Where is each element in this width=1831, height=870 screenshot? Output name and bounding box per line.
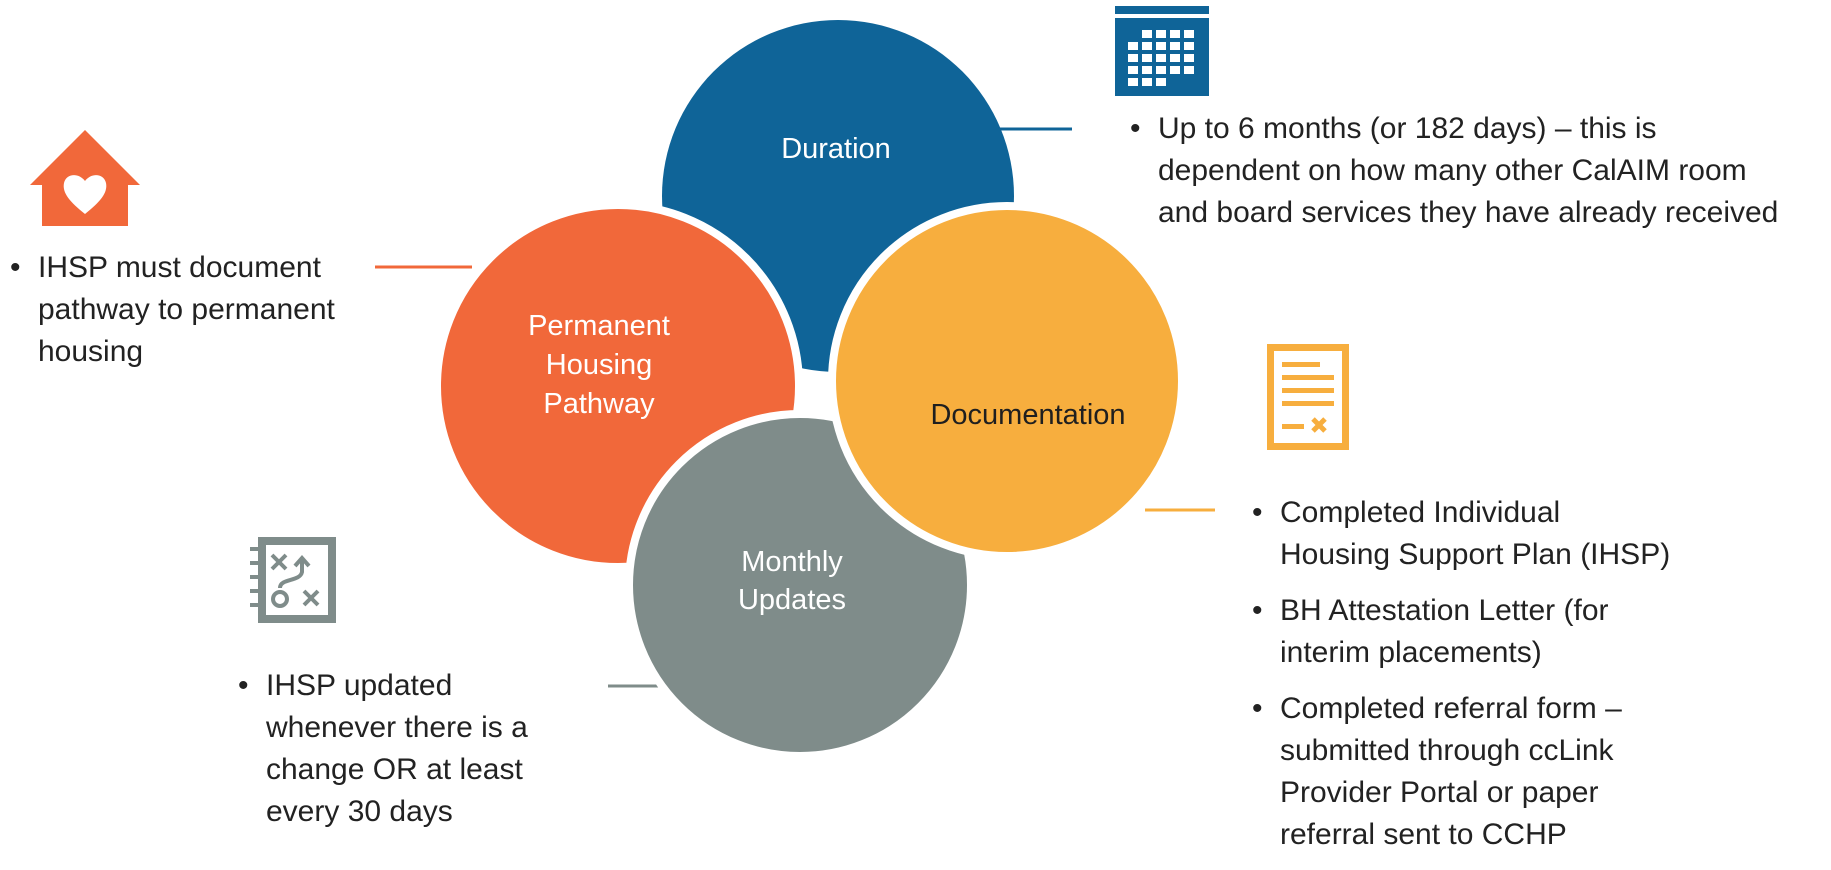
bullet-line: Provider Portal or paper bbox=[1280, 776, 1599, 809]
duration-label: Duration bbox=[781, 133, 891, 165]
bullet-line: and board services they have already rec… bbox=[1158, 196, 1779, 229]
bullet-line: submitted through ccLink bbox=[1280, 734, 1614, 767]
bullet-line: change OR at least bbox=[266, 753, 523, 786]
documentation-label: Documentation bbox=[930, 399, 1125, 431]
permanent-bullet-1: IHSP must document pathway to permanent … bbox=[8, 247, 335, 373]
documentation-bullets: Completed Individual Housing Support Pla… bbox=[1250, 492, 1670, 870]
duration-bullet-1: Up to 6 months (or 182 days) – this is d… bbox=[1128, 108, 1778, 234]
bullet-line: pathway to permanent bbox=[38, 293, 335, 326]
bullet-line: BH Attestation Letter (for bbox=[1280, 594, 1609, 627]
documentation-bullet-3: Completed referral form – submitted thro… bbox=[1250, 688, 1670, 856]
documentation-bullet-1: Completed Individual Housing Support Pla… bbox=[1250, 492, 1670, 576]
document-icon bbox=[1267, 344, 1349, 450]
permanent-label-line-3: Pathway bbox=[543, 388, 655, 420]
bullet-line: Completed Individual bbox=[1280, 496, 1561, 529]
bullet-line: housing bbox=[38, 335, 144, 368]
bullet-line: Up to 6 months (or 182 days) – this is bbox=[1158, 112, 1657, 145]
calendar-icon bbox=[1115, 6, 1209, 96]
monthly-label-line-2: Updates bbox=[738, 584, 846, 616]
permanent-bullets: IHSP must document pathway to permanent … bbox=[8, 247, 335, 387]
strategy-plan-icon bbox=[250, 537, 336, 623]
monthly-label-line-1: Monthly bbox=[741, 546, 843, 578]
cycle-diagram: Duration Documentation Permanent Housing… bbox=[30, 6, 1349, 756]
bullet-line: Housing Support Plan (IHSP) bbox=[1280, 538, 1671, 571]
permanent-label-line-2: Housing bbox=[546, 349, 652, 381]
home-heart-icon bbox=[30, 130, 140, 226]
bullet-line: every 30 days bbox=[266, 795, 453, 828]
bullet-line: whenever there is a bbox=[266, 711, 528, 744]
bullet-line: IHSP updated bbox=[266, 669, 453, 702]
documentation-bullet-2: BH Attestation Letter (for interim place… bbox=[1250, 590, 1670, 674]
monthly-bullet-1: IHSP updated whenever there is a change … bbox=[236, 665, 528, 833]
monthly-bullets: IHSP updated whenever there is a change … bbox=[236, 665, 528, 847]
bullet-line: referral sent to CCHP bbox=[1280, 818, 1567, 851]
bullet-line: dependent on how many other CalAIM room bbox=[1158, 154, 1747, 187]
documentation-circle bbox=[828, 202, 1186, 560]
bullet-line: interim placements) bbox=[1280, 636, 1542, 669]
bullet-line: IHSP must document bbox=[38, 251, 321, 284]
permanent-label-line-1: Permanent bbox=[528, 310, 670, 342]
duration-bullets: Up to 6 months (or 182 days) – this is d… bbox=[1128, 108, 1778, 248]
bullet-line: Completed referral form – bbox=[1280, 692, 1622, 725]
